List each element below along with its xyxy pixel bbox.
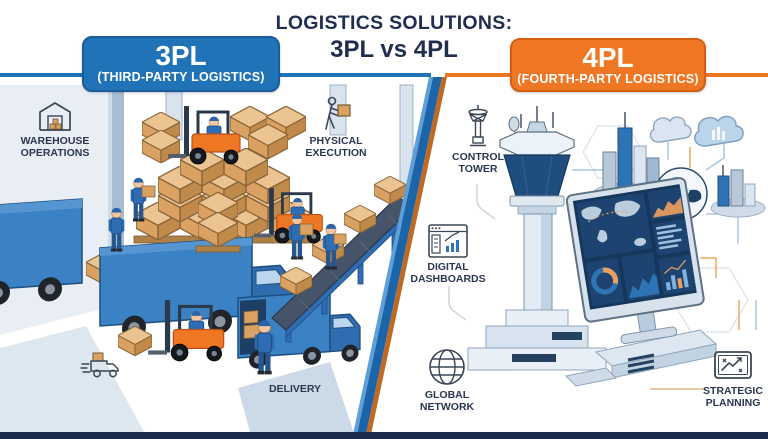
dashboard-window-icon <box>428 224 468 258</box>
label-digital-dashboards: DIGITAL DASHBOARDS <box>401 224 495 286</box>
page-title: LOGISTICS SOLUTIONS: 3PL vs 4PL <box>250 12 538 64</box>
banner-4pl-subtitle: (FOURTH-PARTY LOGISTICS) <box>517 72 699 87</box>
title-line1: LOGISTICS SOLUTIONS: <box>275 12 513 34</box>
bottom-accent-bar <box>0 432 768 439</box>
label-physical-execution: PHYSICAL EXECUTION <box>296 96 376 160</box>
control-tower-building <box>467 106 607 371</box>
label-text: WAREHOUSE OPERATIONS <box>20 135 90 160</box>
label-text: STRATEGIC PLANNING <box>703 385 763 410</box>
control-tower-icon <box>468 105 488 147</box>
banner-3pl: 3PL (THIRD-PARTY LOGISTICS) <box>82 36 280 92</box>
header-lines <box>0 73 768 77</box>
label-strategic-planning: STRATEGIC PLANNING <box>693 348 768 410</box>
pallet-boxes <box>195 192 241 253</box>
banner-4pl: 4PL (FOURTH-PARTY LOGISTICS) <box>510 38 706 92</box>
control-tower-scene <box>448 106 766 390</box>
label-text: GLOBAL NETWORK <box>419 389 475 414</box>
label-delivery: DELIVERY <box>253 383 337 395</box>
forklift <box>142 104 242 166</box>
warehouse-scene <box>0 84 414 439</box>
label-text: DIGITAL DASHBOARDS <box>410 261 486 286</box>
speed-truck-icon <box>80 352 128 387</box>
warehouse-icon <box>39 102 71 131</box>
diagonal-divider <box>352 77 447 439</box>
banner-3pl-subtitle: (THIRD-PARTY LOGISTICS) <box>97 70 265 85</box>
dock-floor <box>238 362 356 439</box>
globe-icon <box>429 349 465 385</box>
banner-4pl-title: 4PL <box>582 42 634 73</box>
city-cluster <box>710 165 766 218</box>
worker-carrying-box-icon <box>325 96 351 130</box>
strategy-chart-icon <box>714 351 752 379</box>
label-text: PHYSICAL EXECUTION <box>305 135 367 160</box>
label-text: CONTROL TOWER <box>452 151 504 176</box>
truck-partial <box>0 198 83 305</box>
dashboard-monitor <box>565 177 705 345</box>
label-global-network: GLOBAL NETWORK <box>411 348 483 414</box>
dock-floor <box>0 326 148 439</box>
label-warehouse-operations: WAREHOUSE OPERATIONS <box>15 100 95 160</box>
label-control-tower: CONTROL TOWER <box>445 104 511 176</box>
cloud-icon <box>649 116 692 143</box>
banner-3pl-title: 3PL <box>155 40 207 71</box>
title-line2: 3PL vs 4PL <box>330 36 458 63</box>
label-text: DELIVERY <box>268 383 322 395</box>
cloud-icon <box>694 115 744 147</box>
workers <box>108 177 347 375</box>
